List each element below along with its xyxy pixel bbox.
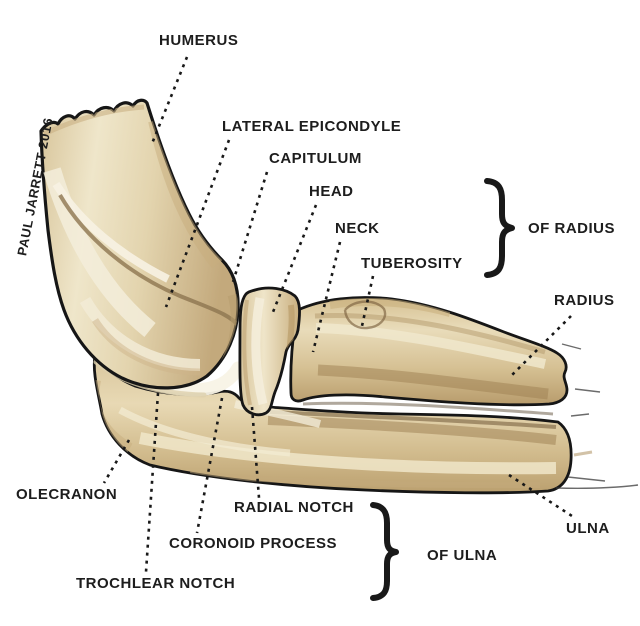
label-of-ulna: OF ULNA [427,547,498,564]
leader-trochlear-notch [144,392,160,573]
radius-bone [289,296,569,407]
of-radius-brace [484,178,515,278]
of-ulna-brace [370,502,399,601]
leader-coronoid-process [195,397,224,534]
radius-ulna-gap-shadow [302,401,554,416]
label-lateral-epicondyle: LATERAL EPICONDYLE [222,118,402,135]
label-coronoid-process: CORONOID PROCESS [169,535,338,552]
leader-lines [102,56,573,573]
label-trochlear-notch: TROCHLEAR NOTCH [76,575,236,592]
tan-streak [573,450,593,457]
radius-shading [314,297,549,400]
leader-neck [311,241,342,353]
leader-humerus [149,56,189,147]
leader-radius [508,315,572,379]
leader-tuberosity [360,275,375,327]
humerus-bone [39,98,240,390]
radial-head-bone [238,286,301,417]
label-olecranon: OLECRANON [16,486,118,503]
label-capitulum: CAPITULUM [269,150,362,167]
label-radius: RADIUS [554,292,615,309]
leader-lateral-epicondyle [164,139,231,308]
leader-capitulum [231,171,269,283]
label-head: HEAD [309,183,354,200]
brush-streaks [555,343,639,489]
label-radial-notch: RADIAL NOTCH [234,499,354,516]
label-of-radius: OF RADIUS [528,220,615,237]
label-neck: NECK [335,220,380,237]
label-humerus: HUMERUS [159,32,239,49]
leader-olecranon [102,439,131,484]
radial-tuberosity-outline [343,300,387,330]
label-ulna: ULNA [566,520,610,537]
leader-head [271,204,318,313]
label-tuberosity: TUBEROSITY [361,255,463,272]
